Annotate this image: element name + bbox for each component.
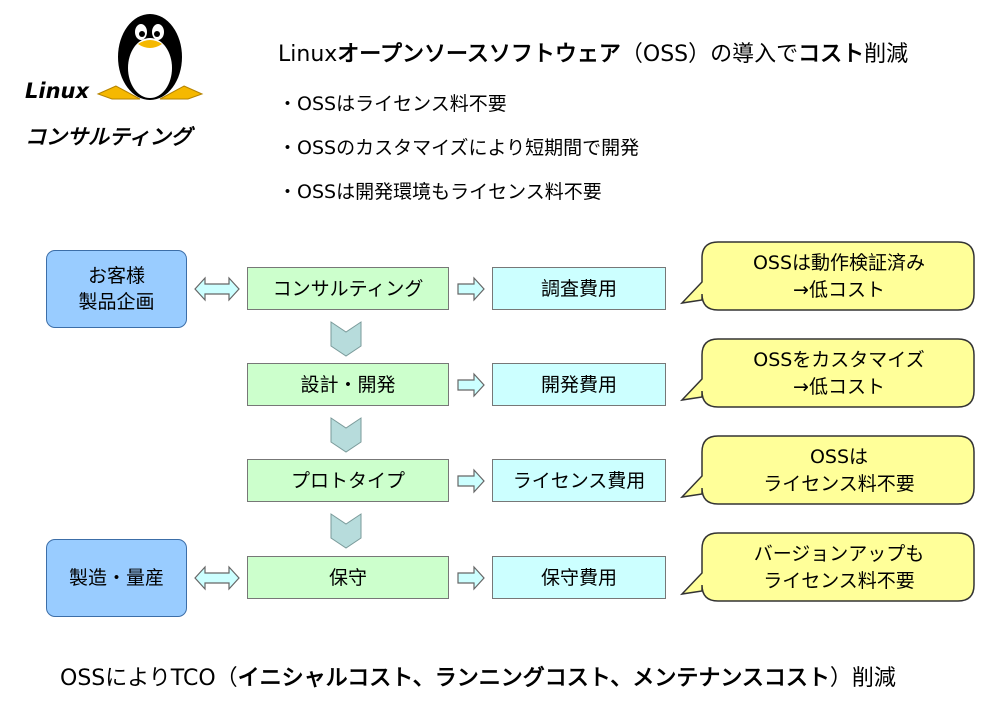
- brand-linux: Linux: [25, 79, 90, 103]
- customer-box-line: 製造・量産: [68, 567, 164, 589]
- callout-line: →低コスト: [793, 375, 885, 398]
- callout-bubble-shape: [679, 241, 975, 311]
- step-consulting: コンサルティング: [247, 267, 449, 310]
- footer-costs: イニシャルコスト、ランニングコスト、メンテナンスコスト: [237, 666, 830, 691]
- bullet-item: ・OSSのカスタマイズにより短期間で開発: [278, 137, 640, 159]
- footer-part: OSSによりTCO（: [60, 666, 238, 691]
- right-arrow-icon: [457, 276, 485, 302]
- step-maintenance: 保守: [247, 556, 449, 599]
- step-prototype: プロトタイプ: [247, 459, 449, 502]
- callout-bubble-shape: [679, 532, 975, 602]
- callout-bubble-shape: [679, 435, 975, 505]
- customer-box-line: お客様: [87, 265, 145, 287]
- customer-box-line: 製品企画: [78, 291, 155, 313]
- callout-line: ライセンス料不要: [763, 569, 915, 592]
- cost-development: 開発費用: [492, 363, 666, 406]
- footer-part: ）削減: [829, 666, 896, 691]
- customer-planning-box: お客様 製品企画: [46, 250, 187, 328]
- manufacturing-box: 製造・量産: [46, 539, 187, 617]
- brand-consulting: コンサルティング: [25, 125, 192, 149]
- callout-line: OSSは動作検証済み: [752, 251, 926, 274]
- footer-summary: OSSによりTCO（イニシャルコスト、ランニングコスト、メンテナンスコスト）削減: [60, 660, 896, 692]
- double-arrow-icon: [194, 276, 240, 302]
- cost-maintenance: 保守費用: [492, 556, 666, 599]
- right-arrow-icon: [457, 565, 485, 591]
- chevron-down-icon: [330, 321, 362, 357]
- page-title: Linuxオープンソースソフトウェア（OSS）の導入でコスト削減: [278, 36, 908, 68]
- callout-line: ライセンス料不要: [763, 472, 915, 495]
- bullet-item: ・OSSは開発環境もライセンス料不要: [278, 181, 602, 203]
- double-arrow-icon: [194, 565, 240, 591]
- callout-line: OSSは: [809, 445, 869, 468]
- callout-upgrade-free: バージョンアップも ライセンス料不要: [704, 534, 974, 601]
- callout-license-free: OSSは ライセンス料不要: [704, 437, 974, 504]
- title-part-cost: コスト: [798, 42, 865, 67]
- callout-bubble-shape: [679, 338, 975, 408]
- chevron-down-icon: [330, 417, 362, 453]
- cost-research: 調査費用: [492, 267, 666, 310]
- callout-line: →低コスト: [793, 278, 885, 301]
- tux-penguin-icon: [96, 14, 204, 100]
- callout-line: バージョンアップも: [753, 542, 925, 565]
- step-design-development: 設計・開発: [247, 363, 449, 406]
- title-part-linux: Linux: [278, 42, 338, 67]
- callout-customize: OSSをカスタマイズ →低コスト: [704, 340, 974, 407]
- callout-line: OSSをカスタマイズ: [753, 348, 925, 371]
- right-arrow-icon: [457, 468, 485, 494]
- cost-license: ライセンス費用: [492, 459, 666, 502]
- chevron-down-icon: [330, 513, 362, 549]
- title-part-intro: （OSS）の導入で: [620, 42, 799, 67]
- title-part-reduction: 削減: [864, 42, 909, 67]
- right-arrow-icon: [457, 372, 485, 398]
- callout-verified: OSSは動作検証済み →低コスト: [704, 243, 974, 310]
- title-part-oss: オープンソースソフトウェア: [337, 42, 621, 67]
- bullet-item: ・OSSはライセンス料不要: [278, 93, 507, 115]
